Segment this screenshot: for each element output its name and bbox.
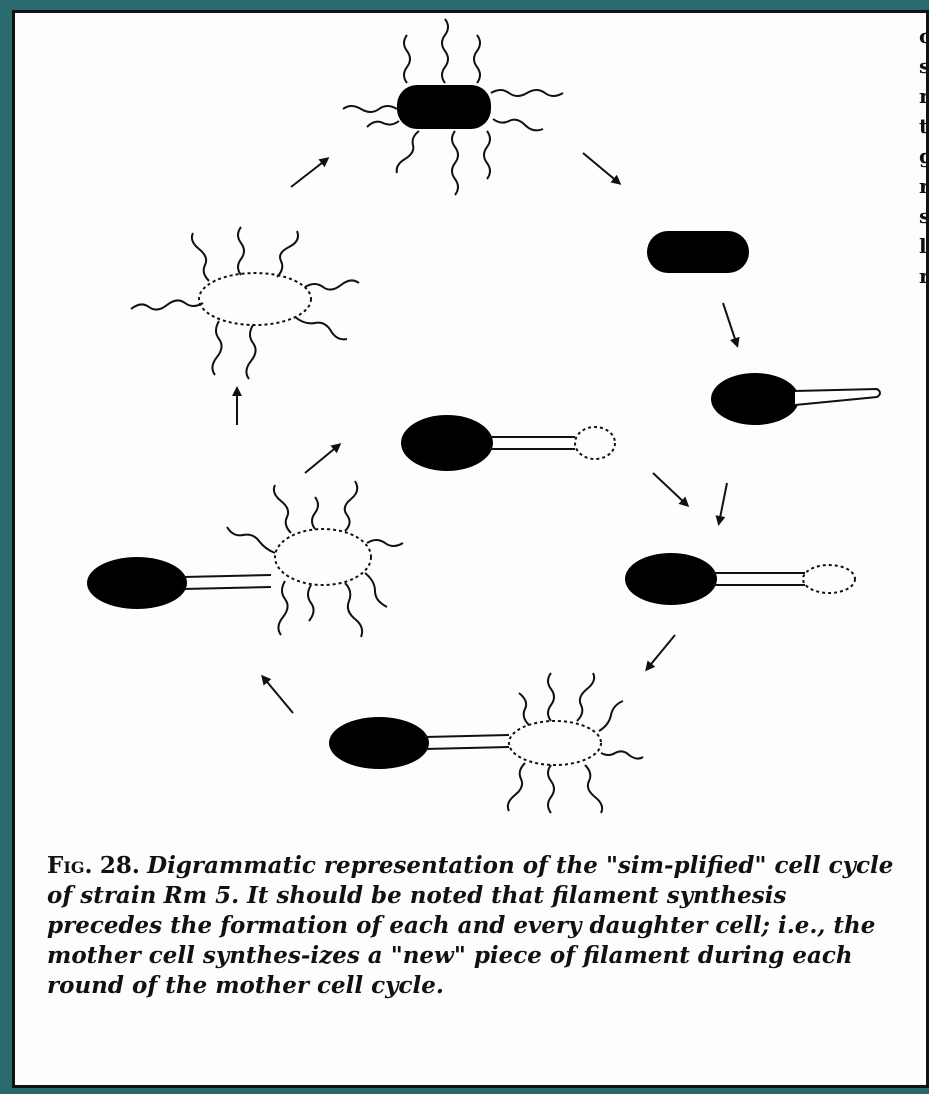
cropped-text-column: c s r t g r s l r [919,21,929,821]
mother-cell-with-flagellated-daughter [329,673,643,813]
arrow [583,153,619,183]
flagellum [305,280,359,289]
bud [575,427,615,459]
cell-cycle-diagram [15,13,929,853]
flagellum [212,321,221,375]
flagellum [365,573,387,607]
mother-cell-second-bud [401,415,615,471]
flagellum [508,763,525,811]
flagellum [548,673,554,721]
daughter-cell [509,721,601,765]
flagellum [452,131,458,195]
flagellum [404,35,410,83]
flagellum [345,481,358,531]
filament [183,575,271,589]
figure-number: 28. [100,852,140,879]
flagellum [343,106,397,112]
text-fragment: r [919,81,929,111]
cell-body [711,373,799,425]
cell-body [401,415,493,471]
flagellum [493,119,543,130]
flagellum [131,300,203,309]
figure-label: Fig. [47,852,93,879]
flagellum [277,231,298,277]
bud [803,565,855,593]
text-fragment: s [919,201,929,231]
flagellum [295,317,347,339]
strain-name: Rm 5 [164,882,231,909]
flagellum [484,131,490,179]
cell-body [397,85,491,129]
arrow [647,635,675,669]
mother-cell [647,231,749,273]
mother-cell-with-filament [711,373,880,425]
figure-caption: Fig. 28. Digrammatic representation of t… [47,851,907,1001]
arrow [291,159,327,187]
daughter-cell [275,529,371,585]
daughter-cell [199,273,311,325]
flagellum [577,673,594,721]
flagellum [367,540,403,546]
arrow [305,445,339,473]
filament [489,437,575,449]
cell-body [647,231,749,273]
flagellum [519,693,529,725]
flagellum [274,485,291,533]
text-fragment: t [919,111,929,141]
arrow [723,303,737,345]
filament [713,573,805,585]
flagellum [367,121,399,127]
text-fragment: c [919,21,929,51]
filament [795,389,880,405]
flagellum [442,19,448,83]
flagellum [601,751,643,758]
flagellum [491,90,563,96]
flagellum [312,497,318,529]
text-fragment: r [919,171,929,201]
flagellum [474,35,480,83]
flagellum [548,765,554,813]
arrow [719,483,727,523]
cell-body [625,553,717,605]
flagellum [278,581,287,635]
flagellum [397,131,419,173]
cell-body [329,717,429,769]
filament [425,735,509,749]
arrow [653,473,687,505]
flagellum [192,233,209,281]
free-daughter-cell [131,227,359,379]
flagellum [227,527,275,553]
flagellum [599,701,623,731]
mature-mother-cell [343,19,563,195]
mother-cell-released-daughter [87,481,403,637]
flagellum [238,227,244,275]
text-fragment: r [919,261,929,291]
text-fragment: l [919,231,929,261]
text-fragment: s [919,51,929,81]
flagellum [585,765,602,813]
mother-cell-with-bud [625,553,855,605]
arrow [263,677,293,713]
scanned-page: c s r t g r s l r Fig. 28. Digrammatic r… [12,10,929,1088]
text-fragment: g [919,141,929,171]
flagellum [308,585,314,621]
cell-body [87,557,187,609]
flagellum [246,325,255,379]
flagellum [345,583,362,637]
